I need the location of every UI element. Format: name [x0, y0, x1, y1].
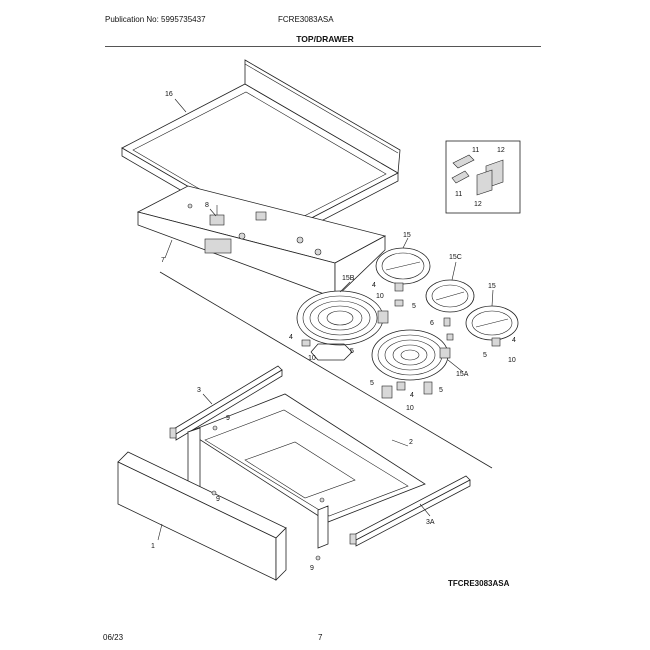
radiant-element-15-right: [465, 305, 519, 347]
callout-9-a: 9: [226, 415, 230, 422]
callout-5-b: 5: [483, 352, 487, 359]
callout-11-b: 11: [455, 191, 462, 198]
callout-3a: 3A: [426, 519, 435, 526]
callout-6: 6: [430, 320, 434, 327]
callout-5-a: 5: [412, 303, 416, 310]
drawer-front-panel: [117, 451, 287, 581]
radiant-element-15b: [296, 290, 389, 346]
callout-labels: 16 8 7 11 12 11 12 15 15C 15B 4 10 5 6 1…: [151, 91, 516, 572]
callout-9-b: 9: [216, 496, 220, 503]
infinite-switch: [209, 205, 225, 226]
callout-1: 1: [151, 543, 155, 550]
detail-inset-box: [445, 140, 521, 214]
callout-10-a: 10: [376, 293, 384, 300]
callout-5-d: 5: [370, 380, 374, 387]
cooktop-frame: [136, 185, 387, 299]
section-title: TOP/DRAWER: [296, 34, 354, 44]
callout-15-top: 15: [403, 232, 411, 239]
callout-15-right: 15: [488, 283, 496, 290]
footer-page-number: 7: [318, 633, 323, 642]
callout-15b: 15B: [342, 275, 355, 282]
callout-9-c: 9: [310, 565, 314, 572]
callout-2: 2: [409, 439, 413, 446]
section-divider-line: [159, 271, 493, 469]
drawer-slide-right: [349, 475, 471, 547]
callout-15a: 15A: [456, 371, 469, 378]
header-rule: [105, 46, 541, 47]
callout-10-b: 10: [508, 357, 516, 364]
callout-5-e: 5: [439, 387, 443, 394]
callout-12-b: 12: [474, 201, 482, 208]
callout-12-a: 12: [497, 147, 505, 154]
publication-number: Publication No: 5995735437: [105, 15, 206, 24]
callout-5-c: 5: [350, 348, 354, 355]
radiant-element-15c: [425, 279, 475, 313]
callout-15c: 15C: [449, 254, 462, 261]
drawer-body: [187, 393, 426, 549]
callout-10-d: 10: [406, 405, 414, 412]
callout-16: 16: [165, 91, 173, 98]
radiant-element-15a: [371, 329, 451, 381]
callout-3: 3: [197, 387, 201, 394]
leader-lines: [157, 98, 494, 541]
callout-10-c: 10: [308, 355, 316, 362]
callout-7: 7: [161, 257, 165, 264]
drawer-slide-left: [169, 365, 283, 441]
callout-4-d: 4: [410, 392, 414, 399]
callout-8: 8: [205, 202, 209, 209]
callout-11-a: 11: [472, 147, 479, 154]
callout-4-c: 4: [289, 334, 293, 341]
element-brackets: [301, 299, 454, 399]
callout-4-a: 4: [372, 282, 376, 289]
screws: [211, 425, 325, 561]
radiant-element-15-top: [375, 247, 431, 292]
diagram-model-tag: TFCRE3083ASA: [448, 579, 510, 588]
model-number: FCRE3083ASA: [278, 15, 334, 24]
footer-date: 06/23: [103, 633, 124, 642]
callout-4-b: 4: [512, 337, 516, 344]
